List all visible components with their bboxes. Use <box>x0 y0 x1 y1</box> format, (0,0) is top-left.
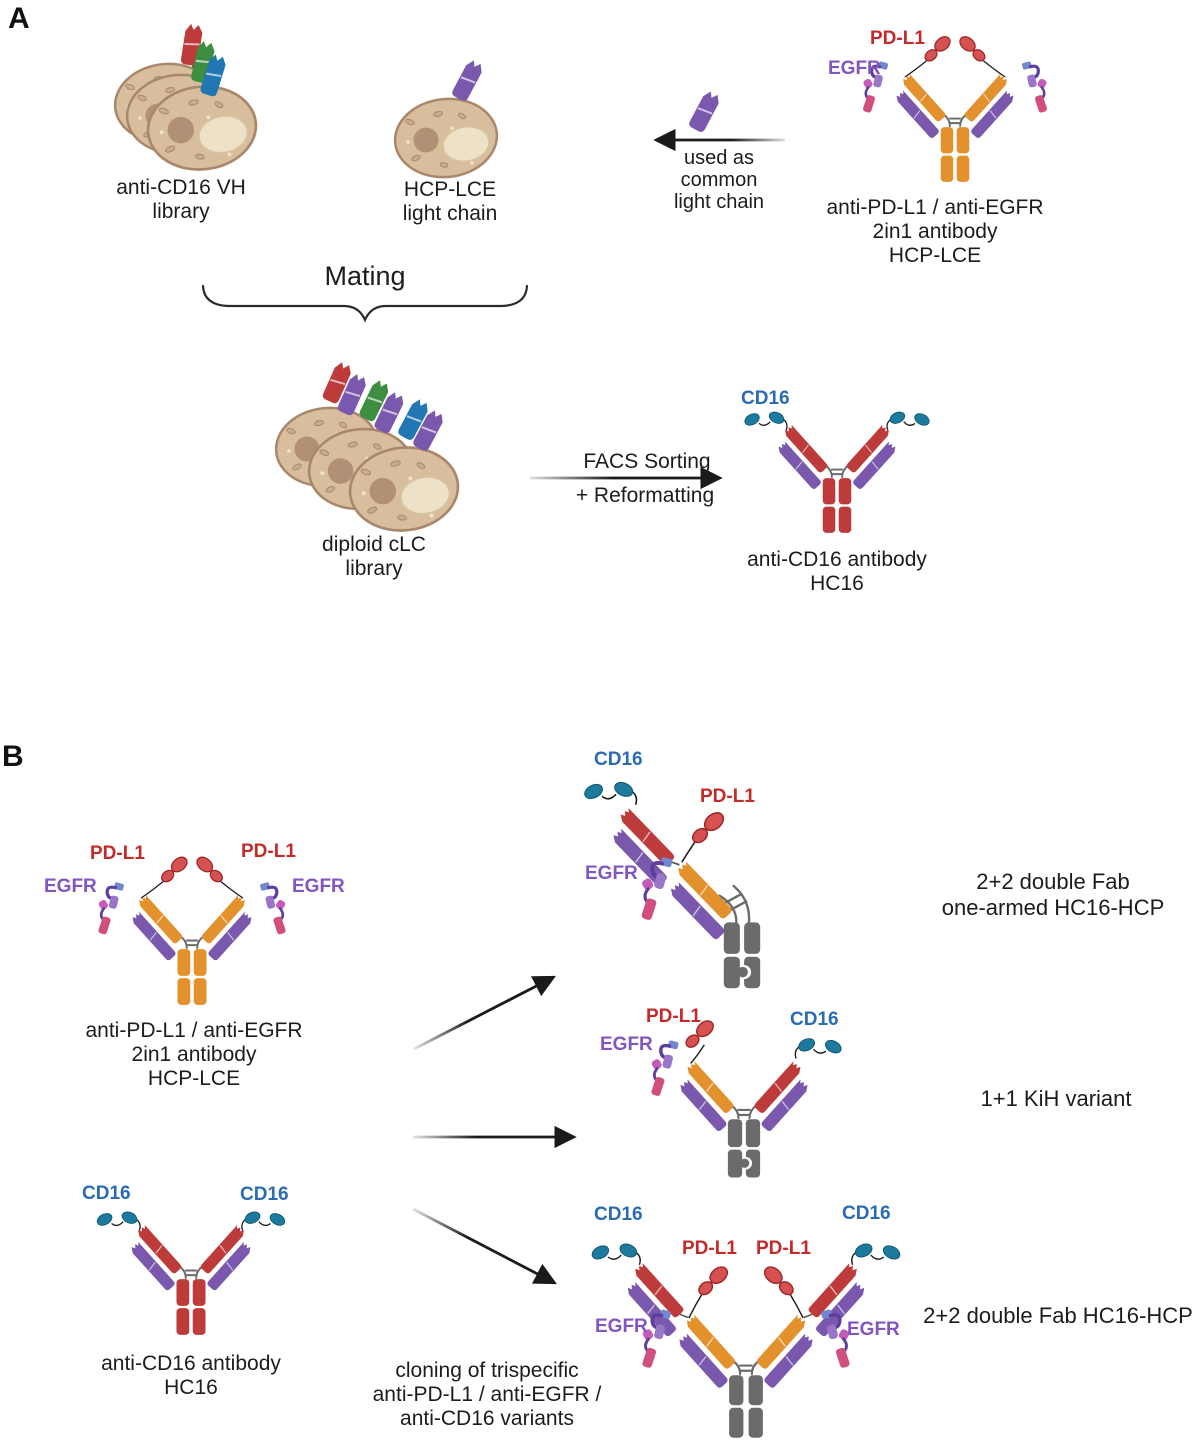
panel-b-label: B <box>2 740 24 773</box>
common-light-chain-fragment <box>686 88 723 135</box>
egfr-label-a: EGFR <box>828 58 881 79</box>
library-caption-line2: library <box>152 200 210 223</box>
diploid-caption-line1: diploid cLC <box>322 533 426 556</box>
ab-2in1-caption-b-line2: 2in1 antibody <box>131 1043 257 1066</box>
variant3-double-fab <box>589 1240 903 1438</box>
library-caption-line1: anti-CD16 VH <box>116 176 246 199</box>
hcp-lce-cell <box>389 57 503 184</box>
diploid-caption-line2: library <box>345 557 403 580</box>
arrow-to-variant3 <box>412 1207 557 1285</box>
ab-cd16-caption-b: anti-CD16 antibody HC16 <box>101 1352 281 1400</box>
pdl1-label-v2: PD-L1 <box>646 1006 701 1027</box>
egfr-label-v2: EGFR <box>600 1034 653 1055</box>
panel-a-art <box>109 22 1047 538</box>
common-lc-note: used as common light chain <box>674 147 764 213</box>
cd16-label-v1: CD16 <box>594 749 643 770</box>
cd16-label-b-right: CD16 <box>240 1184 289 1205</box>
cloning-note-line1: cloning of trispecific <box>395 1359 579 1382</box>
ab-2in1-caption-b-line3: HCP-LCE <box>147 1067 241 1090</box>
ab-cd16-caption-a-line1: anti-CD16 antibody <box>747 548 927 571</box>
ab-2in1-caption-a-line3: HCP-LCE <box>888 244 982 267</box>
antibody-2in1-hcplce-a <box>862 34 1047 182</box>
library-caption: anti-CD16 VH library <box>116 176 246 224</box>
cd16-label-v3-right: CD16 <box>842 1203 891 1224</box>
variant1-caption-line1: 2+2 double Fab <box>976 869 1130 894</box>
hcp-cell-caption-line1: HCP-LCE <box>403 178 497 201</box>
ab-cd16-caption-a-line2: HC16 <box>810 572 864 595</box>
variant2-kih <box>648 1017 844 1178</box>
egfr-label-b-left: EGFR <box>44 876 97 897</box>
facs-label-top: FACS Sorting <box>583 450 711 473</box>
cd16-label-b-left: CD16 <box>82 1183 131 1204</box>
pdl1-label-a: PD-L1 <box>870 28 925 49</box>
pdl1-label-b-left: PD-L1 <box>90 843 145 864</box>
variant1-one-armed <box>581 778 761 989</box>
hcp-cell-caption: HCP-LCE light chain <box>403 178 498 226</box>
ab-cd16-caption-a: anti-CD16 antibody HC16 <box>747 548 927 596</box>
egfr-label-v3-right: EGFR <box>847 1319 900 1340</box>
antibody-cd16-a <box>743 410 931 533</box>
diploid-caption: diploid cLC library <box>322 533 426 581</box>
panel-b-art <box>95 778 903 1438</box>
common-lc-note-line3: light chain <box>673 191 765 213</box>
cd16-label-a: CD16 <box>741 388 790 409</box>
arrow-to-variant1 <box>413 975 556 1051</box>
cloning-note-line3: anti-CD16 variants <box>400 1407 574 1430</box>
pdl1-label-b-right: PD-L1 <box>241 841 296 862</box>
egfr-label-v3-left: EGFR <box>595 1316 648 1337</box>
cd16-label-v3-left: CD16 <box>594 1204 643 1225</box>
yeast-library-cells <box>109 22 262 177</box>
cloning-note: cloning of trispecific anti-PD-L1 / anti… <box>373 1359 602 1431</box>
panel-a-label: A <box>8 2 30 35</box>
mating-brace <box>201 284 529 323</box>
cloning-note-line2: anti-PD-L1 / anti-EGFR / <box>372 1383 602 1406</box>
light-chain-fragment <box>449 57 486 104</box>
variant1-caption-line2: one-armed HC16-HCP <box>941 895 1165 920</box>
egfr-label-b-right: EGFR <box>292 876 345 897</box>
variant1-caption: 2+2 double Fab one-armed HC16-HCP <box>942 869 1165 921</box>
ab-cd16-caption-b-line1: anti-CD16 antibody <box>101 1352 281 1375</box>
diploid-library-cells <box>270 359 464 538</box>
antibody-cd16-b <box>95 1210 287 1335</box>
pdl1-label-v1: PD-L1 <box>700 786 755 807</box>
variant3-caption: 2+2 double Fab HC16-HCP <box>923 1303 1193 1328</box>
cd16-label-v2: CD16 <box>790 1009 839 1030</box>
variant2-caption: 1+1 KiH variant <box>980 1086 1132 1111</box>
common-lc-note-line1: used as <box>683 147 755 169</box>
ab-2in1-caption-b-line1: anti-PD-L1 / anti-EGFR <box>85 1019 303 1042</box>
antibody-2in1-hcplce-b <box>98 854 287 1005</box>
egfr-label-v1: EGFR <box>585 863 638 884</box>
ab-2in1-caption-a-line1: anti-PD-L1 / anti-EGFR <box>826 196 1044 219</box>
ab-2in1-caption-a: anti-PD-L1 / anti-EGFR 2in1 antibody HCP… <box>826 196 1043 268</box>
facs-label-bottom: + Reformatting <box>575 484 715 507</box>
pdl1-label-v3-right: PD-L1 <box>756 1238 811 1259</box>
ab-2in1-caption-b: anti-PD-L1 / anti-EGFR 2in1 antibody HCP… <box>85 1019 302 1091</box>
ab-2in1-caption-a-line2: 2in1 antibody <box>872 220 998 243</box>
ab-cd16-caption-b-line2: HC16 <box>164 1376 218 1399</box>
hcp-cell-caption-line2: light chain <box>402 202 498 225</box>
mating-label: Mating <box>324 261 406 291</box>
common-lc-note-line2: common <box>680 169 758 191</box>
pdl1-label-v3-left: PD-L1 <box>682 1238 737 1259</box>
